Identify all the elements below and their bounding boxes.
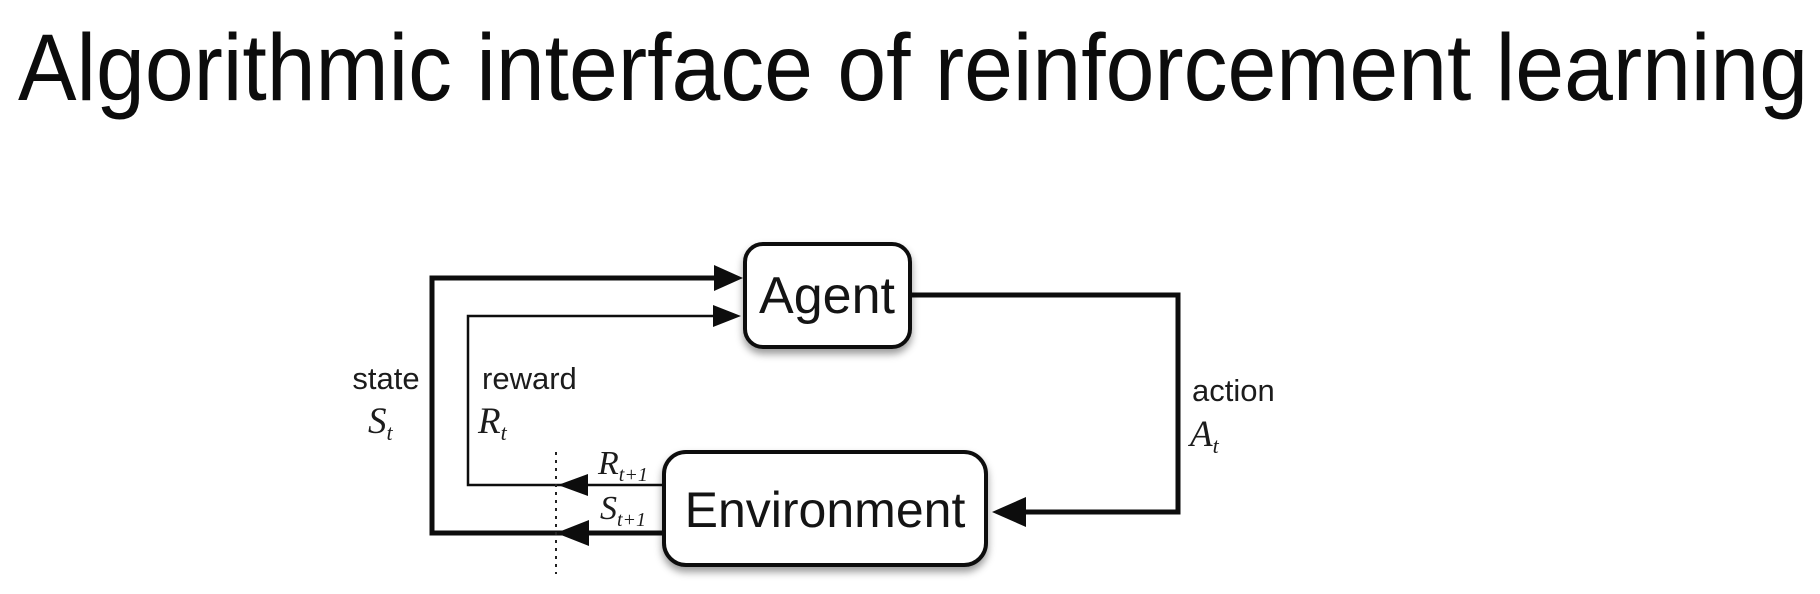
action-into-environment-arrowhead-icon (992, 497, 1026, 527)
reward-next-base: R (597, 445, 619, 482)
state-symbol-subscript: t (387, 420, 394, 445)
state-into-agent-arrowhead-icon (714, 265, 743, 291)
reward-symbol-subscript: t (501, 420, 508, 445)
reward-symbol-label: Rt (477, 401, 508, 445)
environment-box (662, 450, 988, 567)
slide-title: Algorithmic interface of reinforcement l… (18, 15, 1808, 121)
action-symbol-base: A (1187, 414, 1213, 455)
environment-label: Environment (685, 482, 966, 538)
reward-word-label: reward (482, 361, 577, 396)
state-timestep-arrowhead-icon (556, 520, 589, 546)
reward-timestep-arrowhead-icon (558, 474, 588, 496)
reward-next-subscript: t+1 (619, 464, 648, 486)
agent-label: Agent (759, 267, 895, 325)
reward-next-symbol-label: Rt+1 (597, 445, 648, 486)
action-symbol-label: At (1187, 414, 1220, 458)
state-symbol-base: S (368, 401, 387, 442)
action-loop-line (910, 292, 1181, 515)
action-word-label: action (1192, 373, 1275, 408)
state-loop-line (429, 275, 736, 536)
reward-symbol-base: R (477, 401, 501, 442)
action-symbol-subscript: t (1213, 433, 1220, 458)
state-word-label: state (352, 361, 419, 396)
state-next-base: S (600, 490, 617, 527)
reward-into-agent-arrowhead-icon (713, 305, 741, 327)
state-next-subscript: t+1 (617, 509, 646, 531)
state-next-symbol-label: St+1 (600, 490, 646, 531)
state-symbol-label: St (368, 401, 394, 445)
agent-box (743, 242, 912, 349)
